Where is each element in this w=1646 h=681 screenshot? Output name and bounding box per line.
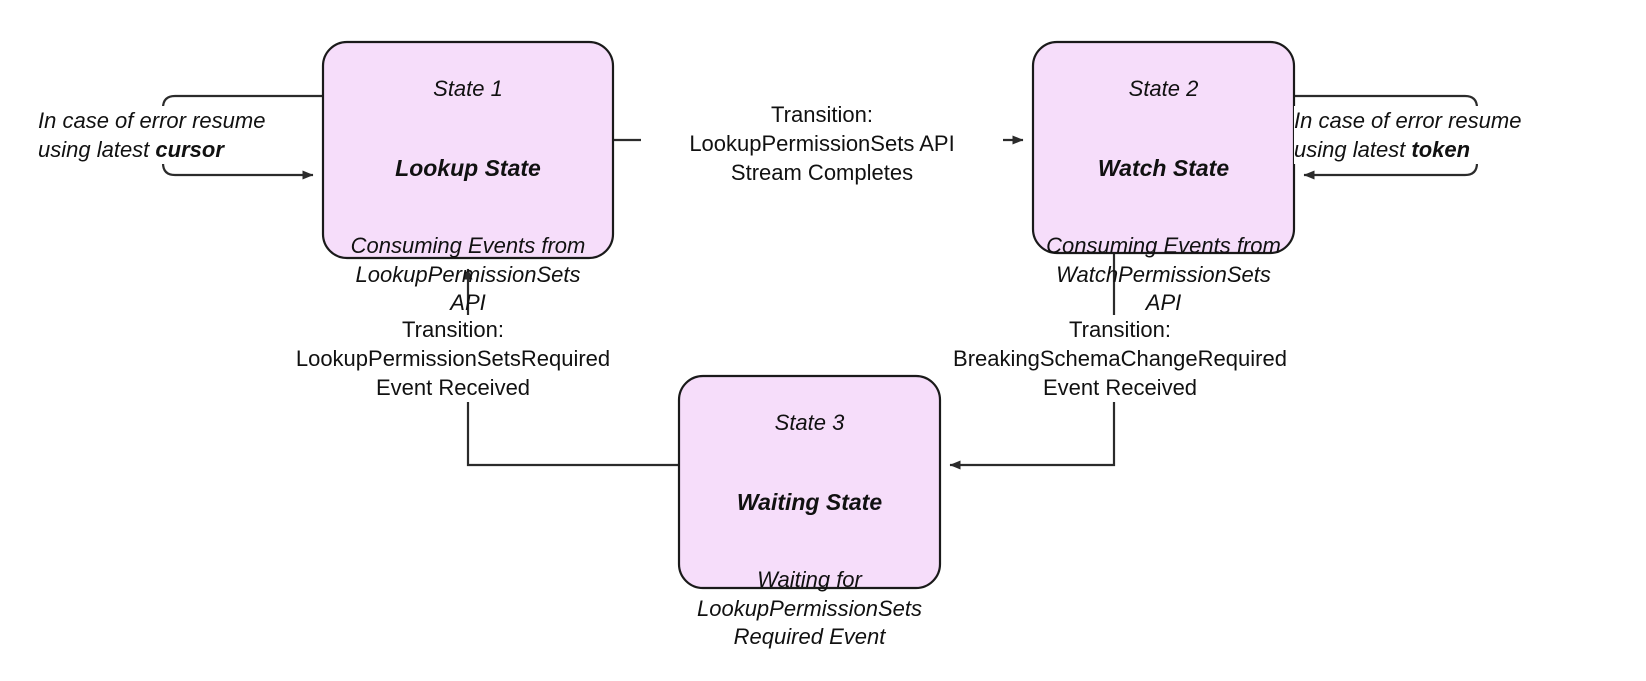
self-loop-state2-label: In case of error resume using latest tok…: [1294, 106, 1539, 165]
state-1-name: Lookup State: [395, 154, 541, 181]
state-3-text-group: State 3 Waiting State Waiting for Lookup…: [679, 380, 940, 681]
self-loop-state2-label-emphasis: token: [1411, 137, 1471, 163]
state-1-id: State 1: [433, 75, 503, 101]
self-loop-state1-label-prefix: In case of error resume using latest: [38, 108, 266, 163]
transition-state3-to-state1-label: Transition: LookupPermissionSetsRequired…: [284, 315, 622, 403]
states-layer: [321, 40, 1296, 590]
state-2-name: Watch State: [1097, 154, 1230, 181]
state-1-description: Consuming Events from LookupPermissionSe…: [350, 233, 586, 316]
state-2-id: State 2: [1128, 75, 1199, 101]
state-diagram-canvas: State 1 Lookup State Consuming Events fr…: [38, 40, 1539, 650]
state-3-name: Waiting State: [736, 488, 883, 515]
self-loop-state2-label-prefix: In case of error resume using latest: [1294, 108, 1522, 163]
state-box-state-1[interactable]: [321, 40, 615, 260]
state-3-description: Waiting for LookupPermissionSets Require…: [696, 567, 922, 650]
self-loop-state1-label-emphasis: cursor: [155, 137, 224, 163]
transition-state2-to-state3-label: Transition: BreakingSchemaChangeRequired…: [944, 315, 1296, 403]
self-loop-state1-label: In case of error resume using latest cur…: [38, 106, 288, 165]
state-2-description: Consuming Events from WatchPermissionSet…: [1046, 233, 1281, 316]
state-3-id: State 3: [774, 409, 845, 435]
state-1-text-group: State 1 Lookup State Consuming Events fr…: [323, 46, 613, 347]
state-2-text-group: State 2 Watch State Consuming Events fro…: [1033, 46, 1294, 347]
transition-state1-to-state2-label: Transition: LookupPermissionSets API Str…: [641, 100, 1003, 188]
state-box-state-3[interactable]: [677, 374, 942, 590]
